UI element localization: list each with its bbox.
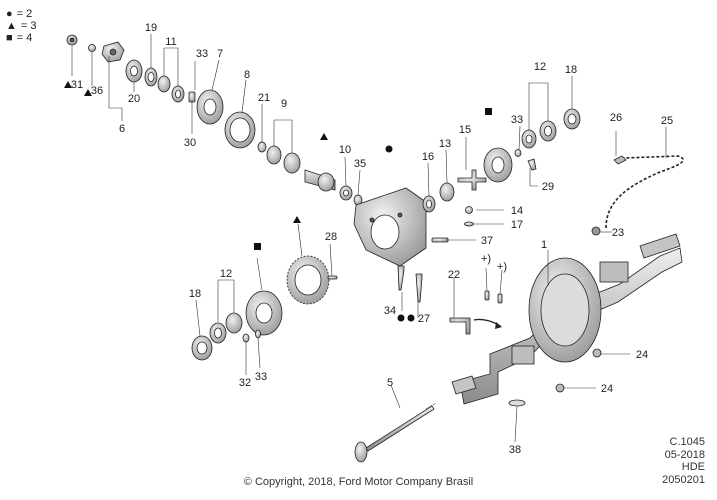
callout-19: 19 (145, 22, 157, 34)
callout-37: 37 (481, 235, 493, 247)
legend-row: ■ = 4 (6, 32, 37, 44)
part-36 (88, 44, 96, 52)
part-34 (397, 265, 405, 291)
bolt-a (484, 290, 490, 301)
triangle-marker (293, 216, 301, 223)
callout-38: 38 (509, 444, 521, 456)
drawing-date: 05-2018 (664, 448, 705, 461)
symbol-legend: ● = 2 ▲ = 3 ■ = 4 (6, 8, 37, 44)
drawing-ref: 2050201 (662, 473, 705, 486)
part-29 (527, 158, 537, 171)
callout-32: 32 (239, 377, 251, 389)
legend-row: ▲ = 3 (6, 20, 37, 32)
triangle-symbol: ▲ (6, 20, 17, 32)
callout-24b: 24 (601, 383, 613, 395)
part-27 (415, 273, 423, 303)
drawing-model: HDE (681, 461, 705, 473)
callout-8: 8 (244, 69, 250, 81)
dot-marker (385, 145, 393, 153)
callout-12-top: 12 (534, 61, 546, 73)
axle-shaft (354, 402, 437, 463)
part-33-bottom (255, 329, 261, 339)
square-marker (254, 243, 261, 250)
legend-row: ● = 2 (6, 8, 37, 20)
copyright-notice: © Copyright, 2018, Ford Motor Company Br… (243, 476, 474, 488)
callout-24a: 24 (636, 349, 648, 361)
callout-15: 15 (459, 124, 471, 136)
part-28 (327, 275, 338, 280)
callout-33-bottom: 33 (255, 371, 267, 383)
callout-22: 22 (448, 269, 460, 281)
part-23 (591, 226, 601, 236)
callout-plus-b: +) (497, 261, 507, 273)
square-symbol: ■ (6, 32, 13, 44)
callout-21: 21 (258, 92, 270, 104)
part-15-spider (457, 169, 487, 191)
bolt-b (497, 293, 503, 304)
callout-17: 17 (511, 219, 523, 231)
part-33-top (514, 149, 522, 157)
part-32 (242, 333, 250, 343)
callout-29: 29 (542, 181, 554, 193)
dot-symbol: ● (6, 8, 13, 20)
part-24a (592, 348, 602, 358)
callout-14: 14 (511, 205, 523, 217)
callout-28: 28 (325, 231, 337, 243)
part-9b (283, 152, 301, 174)
callout-26: 26 (610, 112, 622, 124)
part-9a (266, 145, 282, 165)
legend-text: = 4 (16, 32, 33, 44)
callout-16: 16 (422, 151, 434, 163)
drawing-code: C.1045 (669, 436, 705, 448)
callout-30: 30 (184, 137, 196, 149)
callout-18-bottom: 18 (189, 288, 201, 300)
callout-23: 23 (612, 227, 624, 239)
dot-marker (397, 314, 405, 322)
dot-marker (407, 314, 415, 322)
callout-35: 35 (354, 158, 366, 170)
part-17 (464, 221, 474, 227)
callout-33-right: 33 (511, 114, 523, 126)
part-22 (449, 317, 471, 335)
part-12d (225, 312, 243, 334)
callout-plus-a: +) (481, 253, 491, 265)
callout-34: 34 (384, 305, 396, 317)
breather-hose (605, 155, 684, 229)
callout-13: 13 (439, 138, 451, 150)
callout-36: 36 (91, 85, 103, 97)
part-14 (465, 206, 473, 214)
callout-33-top: 33 (196, 48, 208, 60)
legend-text: = 3 (20, 20, 37, 32)
callout-31: 31 (71, 79, 83, 91)
callout-5: 5 (387, 377, 393, 389)
legend-text: = 2 (16, 8, 33, 20)
part-38 (508, 399, 526, 407)
part-21 (257, 141, 267, 153)
callout-20: 20 (128, 93, 140, 105)
part-37 (431, 237, 449, 243)
callout-18-top: 18 (565, 64, 577, 76)
callout-10: 10 (339, 144, 351, 156)
axle-housing (451, 233, 683, 405)
part-13 (439, 182, 455, 202)
part-24b (555, 383, 565, 393)
callout-1: 1 (541, 239, 547, 251)
callout-27: 27 (418, 313, 430, 325)
callout-11: 11 (165, 36, 176, 48)
part-26 (613, 155, 627, 165)
callout-25: 25 (661, 115, 673, 127)
part-11a (157, 75, 171, 93)
triangle-marker (320, 133, 328, 140)
triangle-marker (84, 89, 92, 96)
callout-7: 7 (217, 48, 223, 60)
leader-lines (71, 34, 667, 443)
triangle-marker (64, 81, 72, 88)
callout-9: 9 (281, 98, 287, 110)
square-marker (485, 108, 492, 115)
drawing-info: C.1045 05-2018 HDE 2050201 (662, 436, 705, 486)
callout-6: 6 (119, 123, 125, 135)
callout-12-bottom: 12 (220, 268, 232, 280)
